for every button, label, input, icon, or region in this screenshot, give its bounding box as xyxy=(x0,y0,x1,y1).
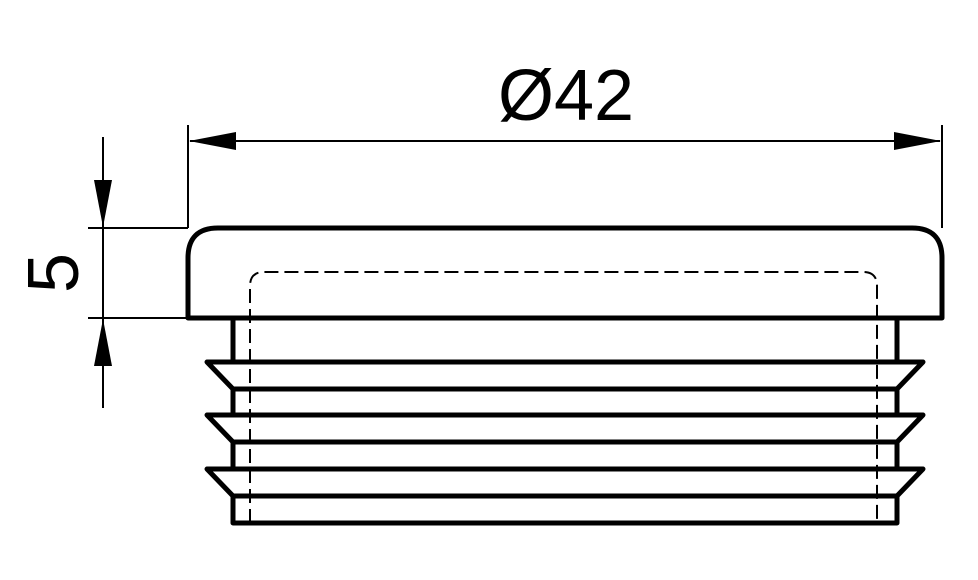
cap-head xyxy=(185,225,945,321)
arrowhead-right xyxy=(894,132,941,150)
arrowhead-up xyxy=(94,319,112,366)
insert-body xyxy=(230,315,900,526)
arrowhead-left xyxy=(189,132,236,150)
rib xyxy=(204,466,926,499)
end-cap-part xyxy=(185,225,945,526)
height-dimension: 5 xyxy=(14,137,188,408)
hidden-inner-contour xyxy=(249,271,878,523)
rib xyxy=(204,359,926,392)
diameter-label: Ø42 xyxy=(498,56,634,136)
arrowhead-down xyxy=(94,180,112,227)
rib xyxy=(204,412,926,445)
diameter-dimension: Ø42 xyxy=(187,56,943,228)
ribs xyxy=(204,359,926,499)
height-label: 5 xyxy=(14,253,94,293)
